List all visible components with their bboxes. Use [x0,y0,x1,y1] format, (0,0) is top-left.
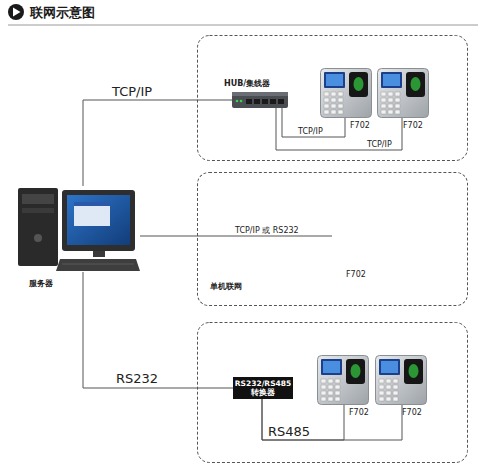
terminal-illustration [376,356,427,405]
node-label: 单机联网 [210,281,242,292]
server-node: 服务器 [15,186,140,272]
terminal-node: F702 [377,68,429,118]
link-label: RS485 [268,424,310,439]
link-label: TCP/IP [367,140,392,149]
group-panel [198,36,468,161]
node-label: RS232/RS485 转换器 [231,379,295,397]
network-link [262,399,402,440]
diagram-title: 联网示意图 [30,4,95,22]
hub-illustration [232,92,288,108]
network-link [282,108,345,137]
terminal-illustration [378,69,429,118]
group-panel: 单机联网 F702 [197,172,468,306]
network-link [83,100,232,186]
node-label: F702 [350,121,370,130]
link-label: RS232 [116,371,158,386]
server-illustration [18,188,140,271]
group-panel [198,323,468,463]
network-link [83,272,233,388]
node-label: F702 [403,121,423,130]
network-link [276,108,402,150]
terminal-node: F702 [332,206,384,256]
node-label: F702 [402,408,422,417]
node-label: F702 [349,408,369,417]
title-rule [8,25,478,26]
node-label: HUB/集线器 [224,78,270,89]
hub-node: HUB/集线器 [232,92,288,108]
terminal-node: F702 [320,68,372,118]
title-icon [8,4,24,20]
network-link [140,236,332,237]
network-link [262,399,344,440]
terminal-node: F702 [375,355,427,405]
node-label: F702 [346,270,366,279]
node-label: 服务器 [29,278,53,289]
terminal-illustration [321,69,372,118]
link-label: TCP/IP 或 RS232 [235,225,299,236]
link-label: TCP/IP [112,84,152,99]
terminal-node: F702 [317,355,369,405]
link-label: TCP/IP [298,127,323,136]
terminal-illustration [318,356,369,405]
converter-box: RS232/RS485 转换器 [233,377,293,399]
